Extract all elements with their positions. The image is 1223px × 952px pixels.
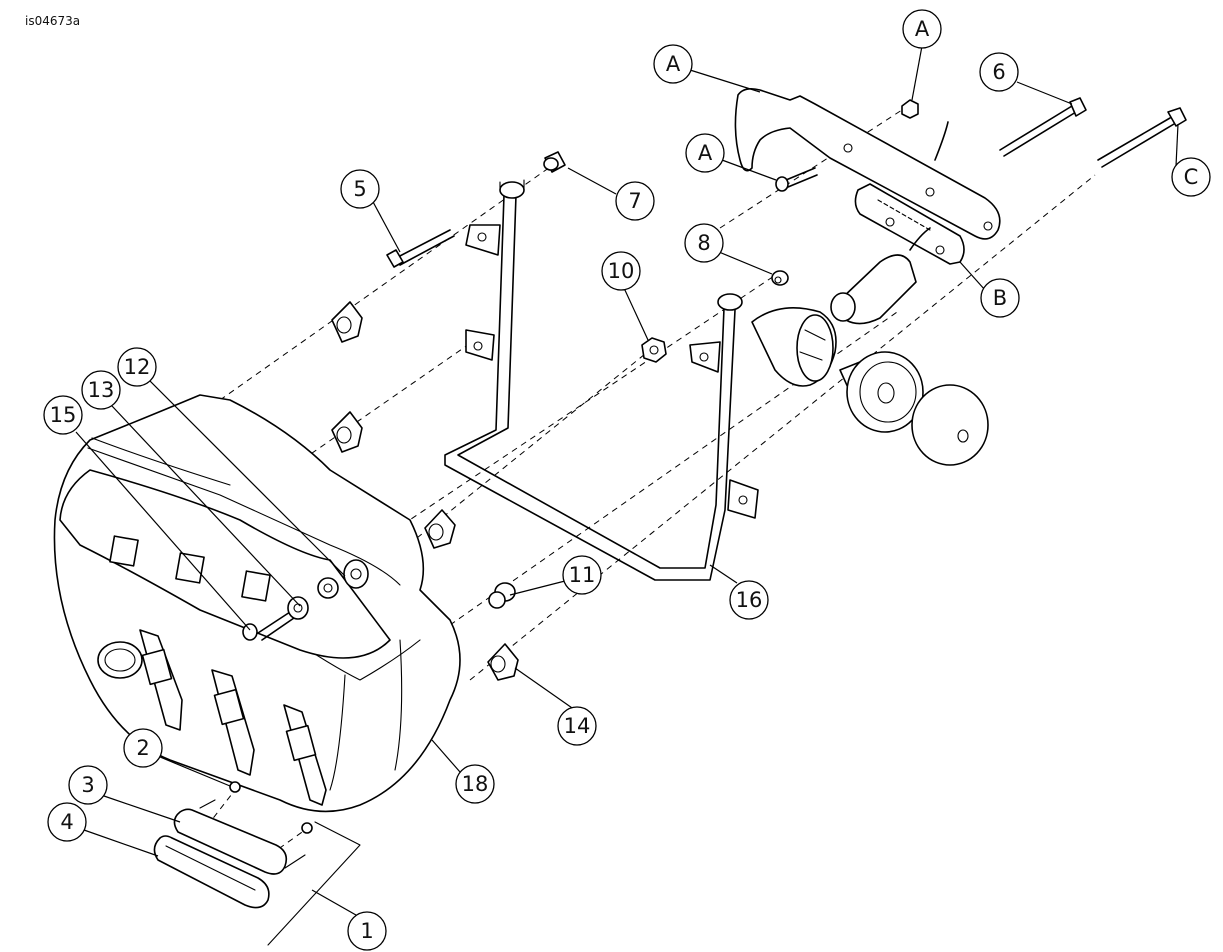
svg-text:6: 6 [992, 60, 1005, 84]
callout-4: 4 [47, 802, 87, 842]
mounting-plate-A [734, 88, 1001, 240]
locknut-10 [641, 337, 667, 363]
svg-text:12: 12 [124, 355, 151, 379]
callout-C: C [1171, 157, 1211, 197]
callout-6: 6 [979, 52, 1019, 92]
svg-text:4: 4 [60, 810, 73, 834]
svg-text:18: 18 [462, 772, 489, 796]
diagram-code: is04673a [25, 14, 81, 28]
bolt-5 [386, 229, 455, 268]
callout-labels [75, 45, 1179, 932]
nut-A [901, 99, 919, 119]
svg-text:B: B [993, 286, 1007, 310]
callout-A-top: A [902, 9, 942, 49]
screw-A [775, 167, 818, 192]
rubber-grommets [331, 301, 519, 681]
svg-text:15: 15 [50, 403, 77, 427]
reflector-kit [153, 781, 361, 946]
callout-1: 1 [347, 911, 387, 951]
svg-text:2: 2 [136, 736, 149, 760]
svg-text:1: 1 [360, 919, 373, 943]
callout-2: 2 [123, 728, 163, 768]
svg-text:A: A [698, 141, 713, 165]
svg-text:3: 3 [81, 773, 94, 797]
svg-text:7: 7 [628, 189, 641, 213]
flanged-bushing-11 [488, 582, 516, 609]
callout-14: 14 [557, 706, 597, 746]
callout-3: 3 [68, 765, 108, 805]
bolt-6 [999, 97, 1087, 157]
saddlebag-support-bracket [444, 179, 759, 581]
svg-text:A: A [915, 17, 930, 41]
turn-signal-assembly [751, 227, 989, 466]
callout-A-screw: A [685, 133, 725, 173]
svg-text:16: 16 [736, 588, 763, 612]
svg-text:13: 13 [88, 378, 115, 402]
callout-8: 8 [684, 223, 724, 263]
spacer-7 [543, 151, 566, 173]
callout-18: 18 [455, 764, 495, 804]
spacer-8 [771, 270, 789, 286]
callout-12: 12 [117, 347, 157, 387]
callout-16: 16 [729, 580, 769, 620]
callout-11: 11 [562, 555, 602, 595]
svg-text:8: 8 [697, 231, 710, 255]
callout-15: 15 [43, 395, 83, 435]
svg-text:C: C [1184, 165, 1199, 189]
callout-10: 10 [601, 251, 641, 291]
svg-text:11: 11 [569, 563, 596, 587]
saddlebag-18 [53, 394, 461, 813]
svg-text:10: 10 [608, 259, 635, 283]
svg-text:14: 14 [564, 714, 591, 738]
callout-5: 5 [340, 169, 380, 209]
callout-A-top-left: A [653, 44, 693, 84]
svg-text:A: A [666, 52, 681, 76]
callout-13: 13 [81, 370, 121, 410]
svg-text:5: 5 [353, 177, 366, 201]
callout-B: B [980, 278, 1020, 318]
bolt-C [1097, 107, 1187, 168]
callout-7: 7 [615, 181, 655, 221]
